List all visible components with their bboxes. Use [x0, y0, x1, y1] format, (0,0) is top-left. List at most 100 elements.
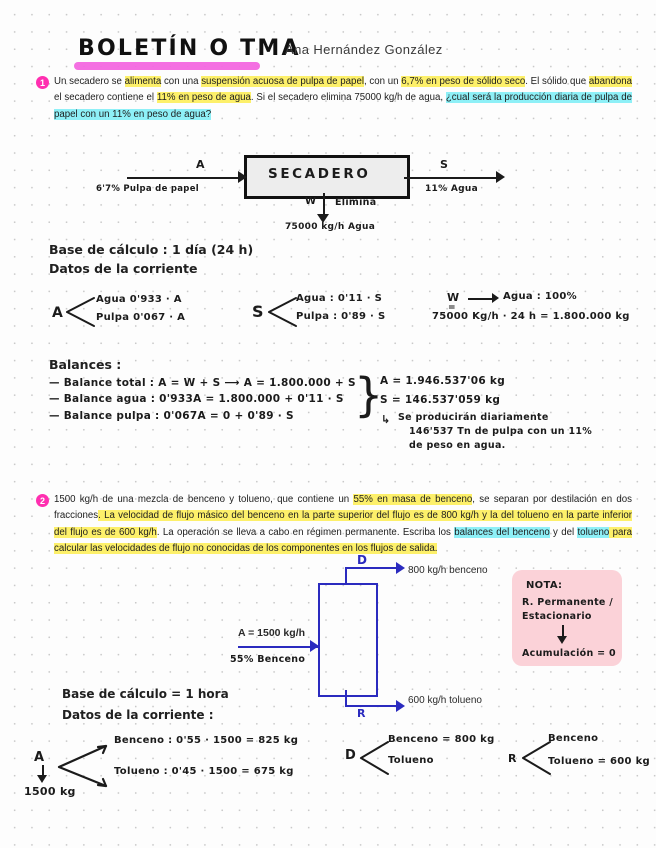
stream-a2-value: 1500 kg: [24, 785, 76, 798]
inlet-stream-label: A: [196, 158, 205, 171]
distillate-flow-text: 800 kg/h benceno: [408, 565, 488, 576]
base-calculo-2: Base de cálculo = 1 hora: [62, 687, 229, 701]
waste-arrow-head: [317, 214, 329, 223]
author-name: Ana Hernández González: [285, 42, 443, 57]
result-s: S = 146.537'059 kg: [380, 394, 501, 406]
stream-w-water: Agua : 100%: [503, 291, 577, 302]
statement-segment: con una: [161, 76, 202, 87]
waste-stream-label: W: [305, 196, 317, 207]
stream-r-brace: [522, 740, 552, 780]
statement-segment: . Si el secadero elimina 75000 kg/h de a…: [250, 92, 446, 104]
statement-segment: balances del benceno: [454, 526, 550, 538]
statement-segment: alimenta: [124, 76, 162, 87]
question-2-number: 2: [36, 494, 49, 507]
stream-d-tolueno: Tolueno: [388, 755, 434, 766]
distillate-arrow-horizontal: [345, 567, 401, 569]
distillate-arrow-head: [396, 562, 405, 574]
stream-s-water: Agua : 0'11 · S: [296, 293, 383, 304]
nota-line-2: Estacionario: [522, 611, 592, 622]
statement-segment: 6,7% en peso de sólido seco: [401, 76, 526, 87]
inlet-arrow-line: [127, 177, 245, 179]
conclusion-line-2: 146'537 Tn de pulpa con un 11%: [409, 426, 593, 437]
stream-s-pulp: Pulpa : 0'89 · S: [296, 311, 386, 322]
stream-w-arrow-head: [492, 293, 499, 303]
stream-a-brace: [66, 296, 96, 332]
stream-r-tolueno: Tolueno = 600 kg: [548, 756, 650, 767]
distillate-label: D: [357, 553, 368, 567]
inlet-arrow-head: [238, 171, 247, 183]
stream-a-pulp: Pulpa 0'067 · A: [96, 312, 186, 323]
question-2-statement: 1500 kg/h de una mezcla de benceno y tol…: [54, 492, 632, 558]
nota-line-3: Acumulación = 0: [522, 648, 616, 659]
secadero-unit-box: [244, 155, 410, 199]
stream-s-letter: S: [252, 302, 264, 321]
stream-r-letter: R: [508, 752, 517, 765]
statement-segment: 11% en peso de agua: [156, 92, 251, 104]
stream-a2-arrow-line: [42, 765, 44, 778]
question-1-statement: Un secadero se alimenta con una suspensi…: [54, 74, 632, 123]
statement-segment: abandona: [588, 76, 632, 87]
datos-corriente-2-title: Datos de la corriente :: [62, 708, 214, 722]
distillate-arrow-vertical: [345, 567, 347, 585]
stream-r-benceno: Benceno: [548, 733, 599, 744]
statement-segment: 55% en masa de benceno: [353, 494, 473, 505]
statement-segment: y del: [549, 526, 578, 538]
statement-segment: , con un: [363, 76, 402, 87]
stream-d-benceno: Benceno = 800 kg: [388, 734, 495, 745]
statement-segment: tolueno: [577, 526, 610, 538]
stream-a2-tolueno: Tolueno : 0'45 · 1500 = 675 kg: [114, 766, 294, 777]
stream-d-letter: D: [345, 748, 357, 763]
bottoms-arrow-vertical: [345, 690, 347, 707]
outlet-arrow-line: [404, 177, 502, 179]
bottoms-label: R: [357, 707, 366, 720]
question-1-number: 1: [36, 76, 49, 89]
balance-pulpa: — Balance pulpa : 0'067A = 0 + 0'89 · S: [49, 410, 294, 422]
secadero-label: SECADERO: [268, 166, 371, 182]
waste-arrow-line: [323, 193, 325, 219]
bottoms-flow-text: 600 kg/h tolueno: [408, 695, 482, 706]
stream-a2-brace: [57, 744, 114, 794]
title-highlight: [74, 62, 260, 70]
feed-arrow-line: [238, 646, 318, 648]
stream-a-letter: A: [52, 305, 64, 321]
base-calculo-1: Base de cálculo : 1 día (24 h): [49, 242, 254, 257]
stream-w-calculation: 75000 Kg/h · 24 h = 1.800.000 kg: [432, 311, 630, 322]
statement-segment: . El sólido que: [525, 76, 589, 87]
statement-segment: . La operación se lleva a cabo en régime…: [156, 526, 455, 538]
result-arrow-icon: ↳: [381, 413, 391, 426]
nota-sticky-note: [512, 570, 622, 666]
stream-a-water: Agua 0'933 · A: [96, 294, 182, 305]
stream-d-brace: [360, 740, 390, 780]
conclusion-line-3: de peso en agua.: [409, 440, 506, 451]
outlet-arrow-head: [496, 171, 505, 183]
inlet-stream-composition: 6'7% Pulpa de papel: [96, 184, 199, 194]
nota-arrow-head: [557, 636, 567, 644]
waste-stream-note: Elimina: [335, 197, 377, 208]
stream-w-equals: =: [448, 303, 456, 313]
feed-arrow-head: [310, 640, 319, 652]
statement-segment: el secadero contiene el: [54, 92, 157, 104]
feed-flow-text: A = 1500 kg/h: [238, 627, 306, 639]
nota-line-1: R. Permanente /: [522, 597, 614, 608]
conclusion-line-1: Se producirán diariamente: [398, 412, 549, 423]
stream-w-letter: W: [447, 291, 460, 304]
balances-right-brace: }: [354, 368, 384, 422]
datos-corriente-1-title: Datos de la corriente: [49, 261, 198, 276]
statement-segment: , se separan por destilación en dos frac…: [54, 494, 632, 522]
outlet-stream-label: S: [440, 158, 449, 171]
feed-composition-text: 55% Benceno: [230, 654, 306, 665]
statement-segment: 1500 kg/h de una mezcla de benceno y tol…: [54, 494, 354, 505]
statement-segment: Un secadero se: [54, 76, 125, 87]
nota-title: NOTA:: [526, 580, 563, 591]
bottoms-arrow-horizontal: [345, 705, 401, 707]
stream-a2-letter: A: [34, 750, 45, 765]
result-a: A = 1.946.537'06 kg: [380, 375, 506, 387]
balance-total: — Balance total : A = W + S ⟶ A = 1.800.…: [49, 377, 356, 389]
stream-a2-arrow-head: [37, 775, 47, 783]
waste-stream-value: 75000 kg/h Agua: [285, 222, 376, 232]
balance-agua: — Balance agua : 0'933A = 1.800.000 + 0'…: [49, 393, 344, 405]
stream-s-brace: [268, 296, 298, 332]
outlet-stream-composition: 11% Agua: [425, 184, 478, 194]
statement-segment: suspensión acuosa de pulpa de papel: [201, 76, 364, 87]
